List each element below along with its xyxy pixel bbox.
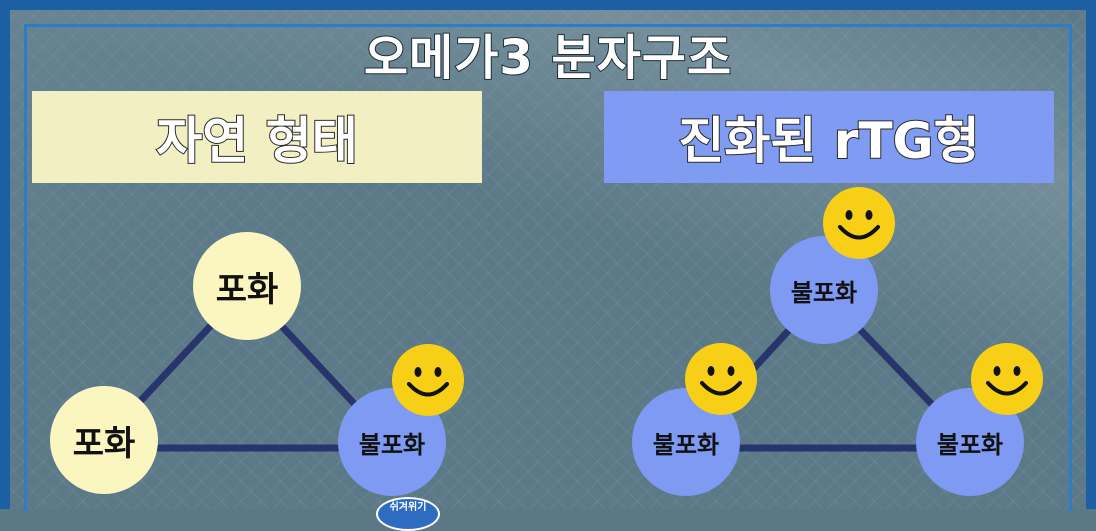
node-unsaturated-right-right-label: 불포화 — [936, 430, 1004, 459]
panel-rtg-form: 진화된 rTG형 — [604, 91, 1054, 183]
node-unsaturated-right-top-label: 불포화 — [790, 278, 858, 307]
channel-badge: 쉬겨위기 — [376, 497, 440, 531]
node-saturated-left-label: 포화 — [72, 423, 136, 464]
node-unsaturated-right-left-label: 불포화 — [652, 430, 720, 459]
panel-rtg-form-label: 진화된 rTG형 — [677, 111, 980, 171]
channel-badge-label: 쉬겨위기 — [389, 502, 427, 513]
panel-natural-form-label: 자연 형태 — [155, 111, 358, 171]
smiley-face-icon — [971, 343, 1043, 415]
node-saturated-top: 포화 — [193, 232, 301, 340]
panel-natural-form: 자연 형태 — [32, 91, 482, 183]
smiley-face-icon — [823, 187, 895, 259]
inner-border — [24, 24, 1072, 511]
node-unsaturated-left-diagram-label: 불포화 — [358, 430, 426, 459]
smiley-face-icon — [392, 344, 464, 416]
page-title: 오메가3 분자구조 — [363, 29, 733, 87]
node-saturated-top-label: 포화 — [215, 269, 279, 310]
node-saturated-left: 포화 — [50, 386, 158, 494]
smiley-face-icon — [685, 343, 757, 415]
